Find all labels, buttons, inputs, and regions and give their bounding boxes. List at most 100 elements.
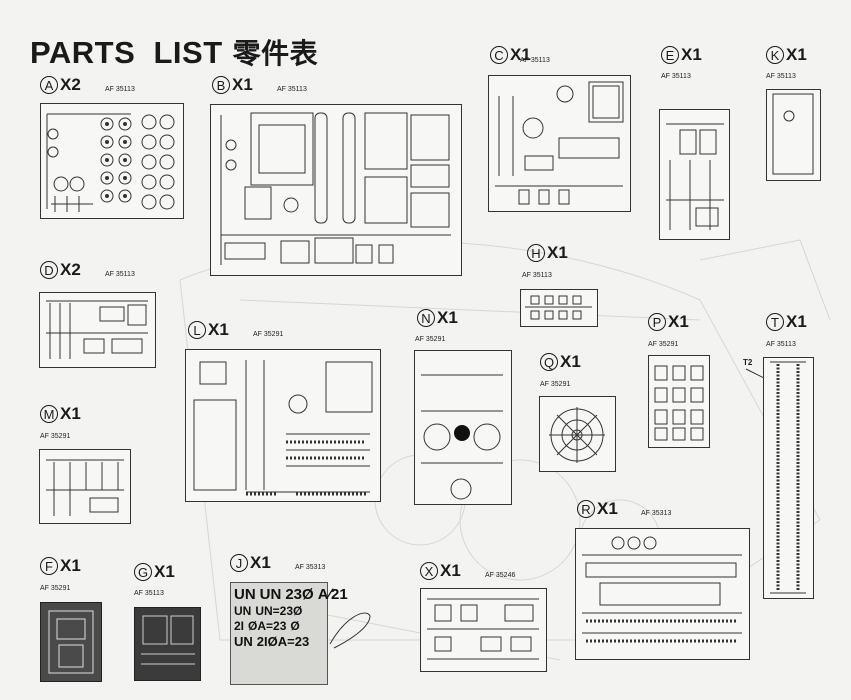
sprue-letter-r: R — [577, 500, 595, 518]
sprue-e — [659, 109, 730, 240]
sprue-letter-d: D — [40, 261, 58, 279]
decal-marking: UN — [259, 586, 282, 603]
sprue-quantity-a: X2 — [60, 75, 81, 94]
sprue-letter-h: H — [527, 244, 545, 262]
sprue-b-parts — [220, 112, 451, 265]
sprue-quantity-h: X1 — [547, 243, 568, 262]
sprue-quantity-g: X1 — [154, 562, 175, 581]
sprue-letter-m: M — [40, 405, 58, 423]
decal-marking: UN — [234, 604, 252, 618]
decal-marking: UN=23Ø — [255, 604, 303, 618]
sprue-letter-n: N — [417, 309, 435, 327]
sprue-letter-q: Q — [540, 353, 558, 371]
sprue-code-b: AF 35113 — [277, 86, 307, 93]
decal-marking: 23Ø — [285, 586, 314, 603]
sprue-letter-f: F — [40, 557, 58, 575]
sprue-letter-c: C — [490, 46, 508, 64]
sprue-d — [39, 292, 156, 368]
sprue-c-parts — [495, 81, 624, 205]
sprue-x-parts — [427, 598, 539, 660]
sprue-quantity-t: X1 — [786, 312, 807, 331]
sprue-d-parts — [46, 300, 148, 359]
track-leader-line — [745, 368, 765, 379]
sprue-a-parts — [46, 113, 175, 212]
sprue-quantity-x: X1 — [440, 561, 461, 580]
etch-g-parts — [141, 615, 195, 665]
sprue-p-parts — [654, 365, 704, 441]
sprue-quantity-j: X1 — [250, 553, 271, 572]
sprue-letter-t: T — [766, 313, 784, 331]
sprue-h — [520, 289, 598, 327]
decal-marking: 2IØA=23 — [256, 634, 310, 649]
sprue-l-parts — [193, 360, 373, 496]
decal-marking: 2I — [234, 619, 245, 633]
sprue-quantity-n: X1 — [437, 308, 458, 327]
sprue-letter-g: G — [134, 563, 152, 581]
sprue-c — [488, 75, 631, 212]
sprue-letter-k: K — [766, 46, 784, 64]
sprue-n-parts — [421, 374, 503, 500]
sprue-quantity-l: X1 — [208, 320, 229, 339]
sprue-code-j: AF 35313 — [295, 564, 326, 571]
sprue-letter-b: B — [212, 76, 230, 94]
sprue-code-r: AF 35313 — [641, 510, 672, 517]
sprue-code-q: AF 35291 — [540, 381, 571, 388]
sprue-l — [185, 349, 381, 502]
sprue-n — [414, 350, 512, 505]
sprue-quantity-d: X2 — [60, 260, 81, 279]
sprue-x — [420, 588, 547, 672]
sprue-p — [648, 355, 710, 448]
sprue-quantity-p: X1 — [668, 312, 689, 331]
sprue-code-p: AF 35291 — [648, 341, 679, 348]
sprue-quantity-c: X1 — [510, 45, 531, 64]
sprue-quantity-e: X1 — [681, 45, 702, 64]
sprue-m-parts — [46, 459, 124, 516]
sprue-code-d: AF 35113 — [105, 271, 135, 278]
track-label: T2 — [743, 358, 753, 367]
sprue-letter-j: J — [230, 554, 248, 572]
sprue-k-parts — [772, 93, 814, 175]
sprue-quantity-r: X1 — [597, 499, 618, 518]
etch-sheet-g — [134, 607, 201, 681]
sprue-letter-a: A — [40, 76, 58, 94]
sprue-code-a: AF 35113 — [105, 86, 135, 93]
sprue-code-m: AF 35291 — [40, 433, 71, 440]
sprue-m — [39, 449, 131, 524]
decal-marking: UN — [234, 634, 253, 649]
sprue-t — [763, 357, 814, 599]
sprue-r-parts — [582, 536, 742, 643]
sprue-quantity-k: X1 — [786, 45, 807, 64]
sprue-letter-e: E — [661, 46, 679, 64]
decal-marking: UN — [234, 586, 256, 603]
sprue-letter-l: L — [188, 321, 206, 339]
etch-sheet-f — [40, 602, 102, 682]
title-chinese: 零件表 — [232, 37, 319, 70]
sprue-code-e: AF 35113 — [661, 73, 691, 80]
sprue-letter-p: P — [648, 313, 666, 331]
sprue-code-t: AF 35113 — [766, 341, 796, 348]
sprue-r — [575, 528, 750, 660]
sprue-h-parts — [525, 295, 592, 320]
sprue-a — [40, 103, 184, 219]
